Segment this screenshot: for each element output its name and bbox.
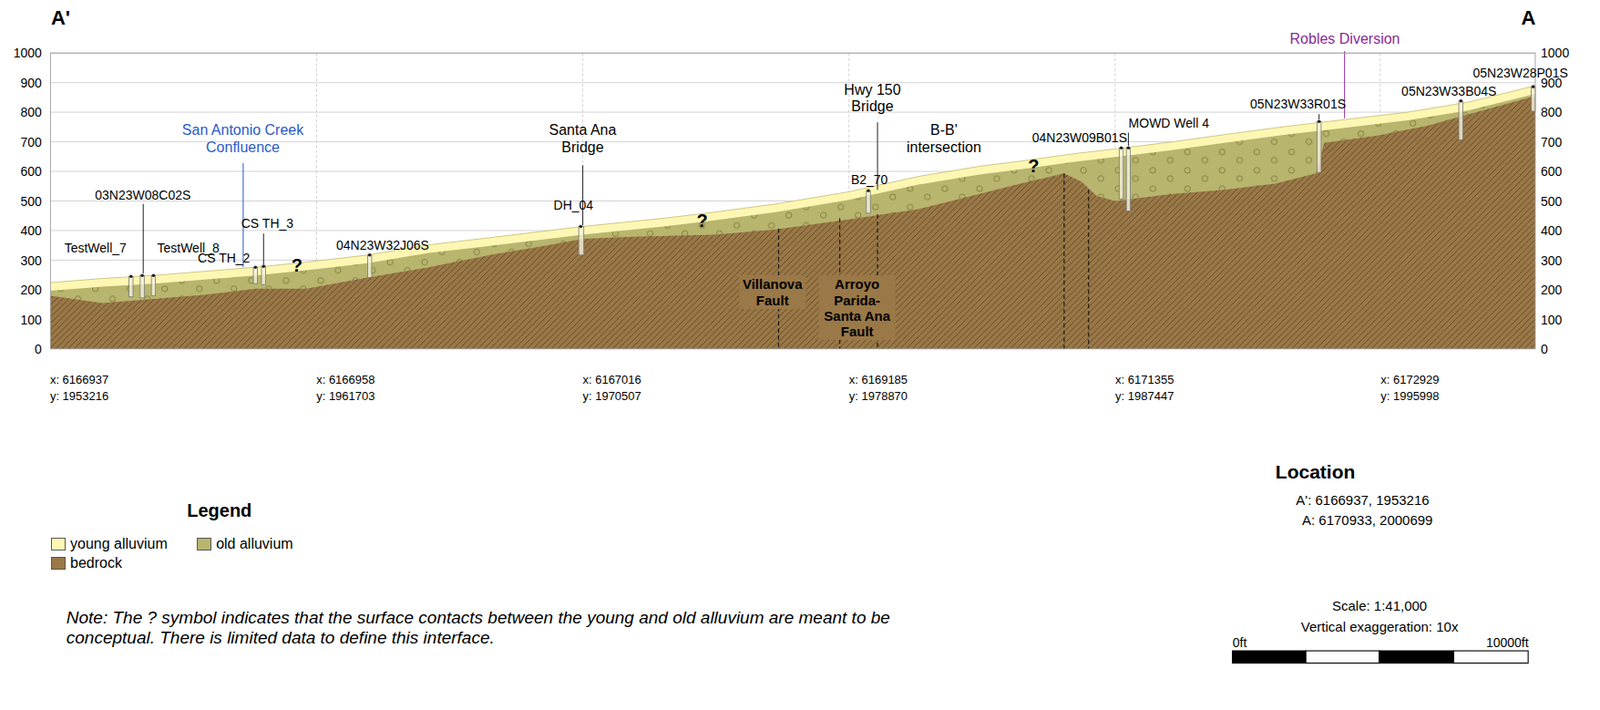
label: Robles Diversion xyxy=(1290,30,1401,48)
label: B2_70 xyxy=(851,172,888,187)
label: 05N23W33B04S xyxy=(1401,83,1497,99)
label: A: 6170933, 2000699 xyxy=(1302,512,1433,528)
label: San Antonio Creek Confluence xyxy=(171,122,315,156)
label: 200 xyxy=(1540,282,1562,298)
label: 500 xyxy=(1540,194,1562,209)
label: 04N23W32J06S xyxy=(336,237,430,253)
legend-swatch xyxy=(51,537,66,551)
label: Santa Ana Bridge xyxy=(536,122,629,156)
label: DH_04 xyxy=(553,197,595,213)
label: A xyxy=(1521,6,1537,30)
scale-bar xyxy=(1232,650,1529,663)
label: A': 6166937, 1953216 xyxy=(1295,492,1429,508)
label: 700 xyxy=(20,134,42,150)
label: x: 6166958 xyxy=(316,373,375,388)
label: 100 xyxy=(20,312,42,328)
label: 800 xyxy=(20,104,42,120)
label: 400 xyxy=(1540,223,1562,238)
label: Arroyo Parida-Santa Ana Fault xyxy=(818,275,896,340)
label: y: 1970507 xyxy=(582,389,641,404)
legend-text: old alluvium xyxy=(215,535,293,553)
faults xyxy=(778,173,1088,349)
label: y: 1978870 xyxy=(849,389,908,404)
label: Legend xyxy=(186,500,252,522)
well-tops xyxy=(129,84,1536,278)
label: CS TH_3 xyxy=(241,215,294,231)
label: x: 6167016 xyxy=(582,373,641,388)
axis-frame xyxy=(50,52,1536,349)
wells xyxy=(129,86,1536,298)
label: 05N23W33R01S xyxy=(1250,96,1346,112)
label: 400 xyxy=(20,223,42,238)
legend-text: young alluvium xyxy=(70,535,168,553)
label: 500 xyxy=(20,194,42,209)
label: ? xyxy=(291,255,303,277)
legend-swatch xyxy=(196,537,212,551)
label: 1000 xyxy=(13,45,42,61)
young-alluvium xyxy=(50,85,1536,349)
label: 05N23W28P01S xyxy=(1472,65,1568,81)
label: x: 6171355 xyxy=(1115,373,1174,388)
label: ? xyxy=(1027,155,1039,177)
label: 900 xyxy=(20,75,42,91)
label: y: 1987447 xyxy=(1115,389,1174,404)
label: Location xyxy=(1275,461,1356,483)
label: x: 6169185 xyxy=(849,373,908,388)
label: TestWell_8 xyxy=(156,240,219,256)
label: TestWell_7 xyxy=(64,240,127,256)
label: x: 6172929 xyxy=(1380,373,1439,388)
label: 800 xyxy=(1540,104,1562,120)
label: y: 1995998 xyxy=(1380,389,1439,404)
label: 10000ft xyxy=(1486,635,1529,650)
label: Vertical exaggeration: 10x xyxy=(1301,618,1459,635)
old-alluvium xyxy=(50,93,1536,349)
bedrock xyxy=(50,95,1536,349)
label: 300 xyxy=(20,253,42,268)
label: 04N23W09B01S xyxy=(1032,130,1128,145)
label: y: 1953216 xyxy=(50,389,109,404)
label: 200 xyxy=(20,282,42,298)
legend-swatch xyxy=(51,556,66,570)
label: 300 xyxy=(1540,253,1562,268)
label: ? xyxy=(696,210,708,232)
legend-text: bedrock xyxy=(70,554,123,572)
ground-surface xyxy=(50,85,1536,283)
label: 0 xyxy=(1540,341,1549,357)
label: 03N23W08C02S xyxy=(94,187,191,203)
label: MOWD Well 4 xyxy=(1128,115,1210,131)
label: y: 1961703 xyxy=(316,389,375,404)
label: 0ft xyxy=(1232,635,1248,650)
label: Scale: 1:41,000 xyxy=(1332,597,1427,614)
label: Hwy 150 Bridge xyxy=(836,82,908,116)
label: 1000 xyxy=(1540,45,1570,61)
label: 600 xyxy=(20,164,42,179)
label: B-B' intersection xyxy=(894,122,994,156)
label: 600 xyxy=(1540,164,1562,179)
label: Note: The ? symbol indicates that the su… xyxy=(66,607,914,648)
label: 100 xyxy=(1540,312,1562,328)
leader-lines xyxy=(143,51,1344,274)
label: Villanova Fault xyxy=(738,275,806,309)
label: x: 6166937 xyxy=(50,373,109,388)
label: A' xyxy=(51,6,71,30)
label: 700 xyxy=(1540,134,1562,150)
gridlines xyxy=(50,52,1536,349)
label: 0 xyxy=(34,341,42,357)
